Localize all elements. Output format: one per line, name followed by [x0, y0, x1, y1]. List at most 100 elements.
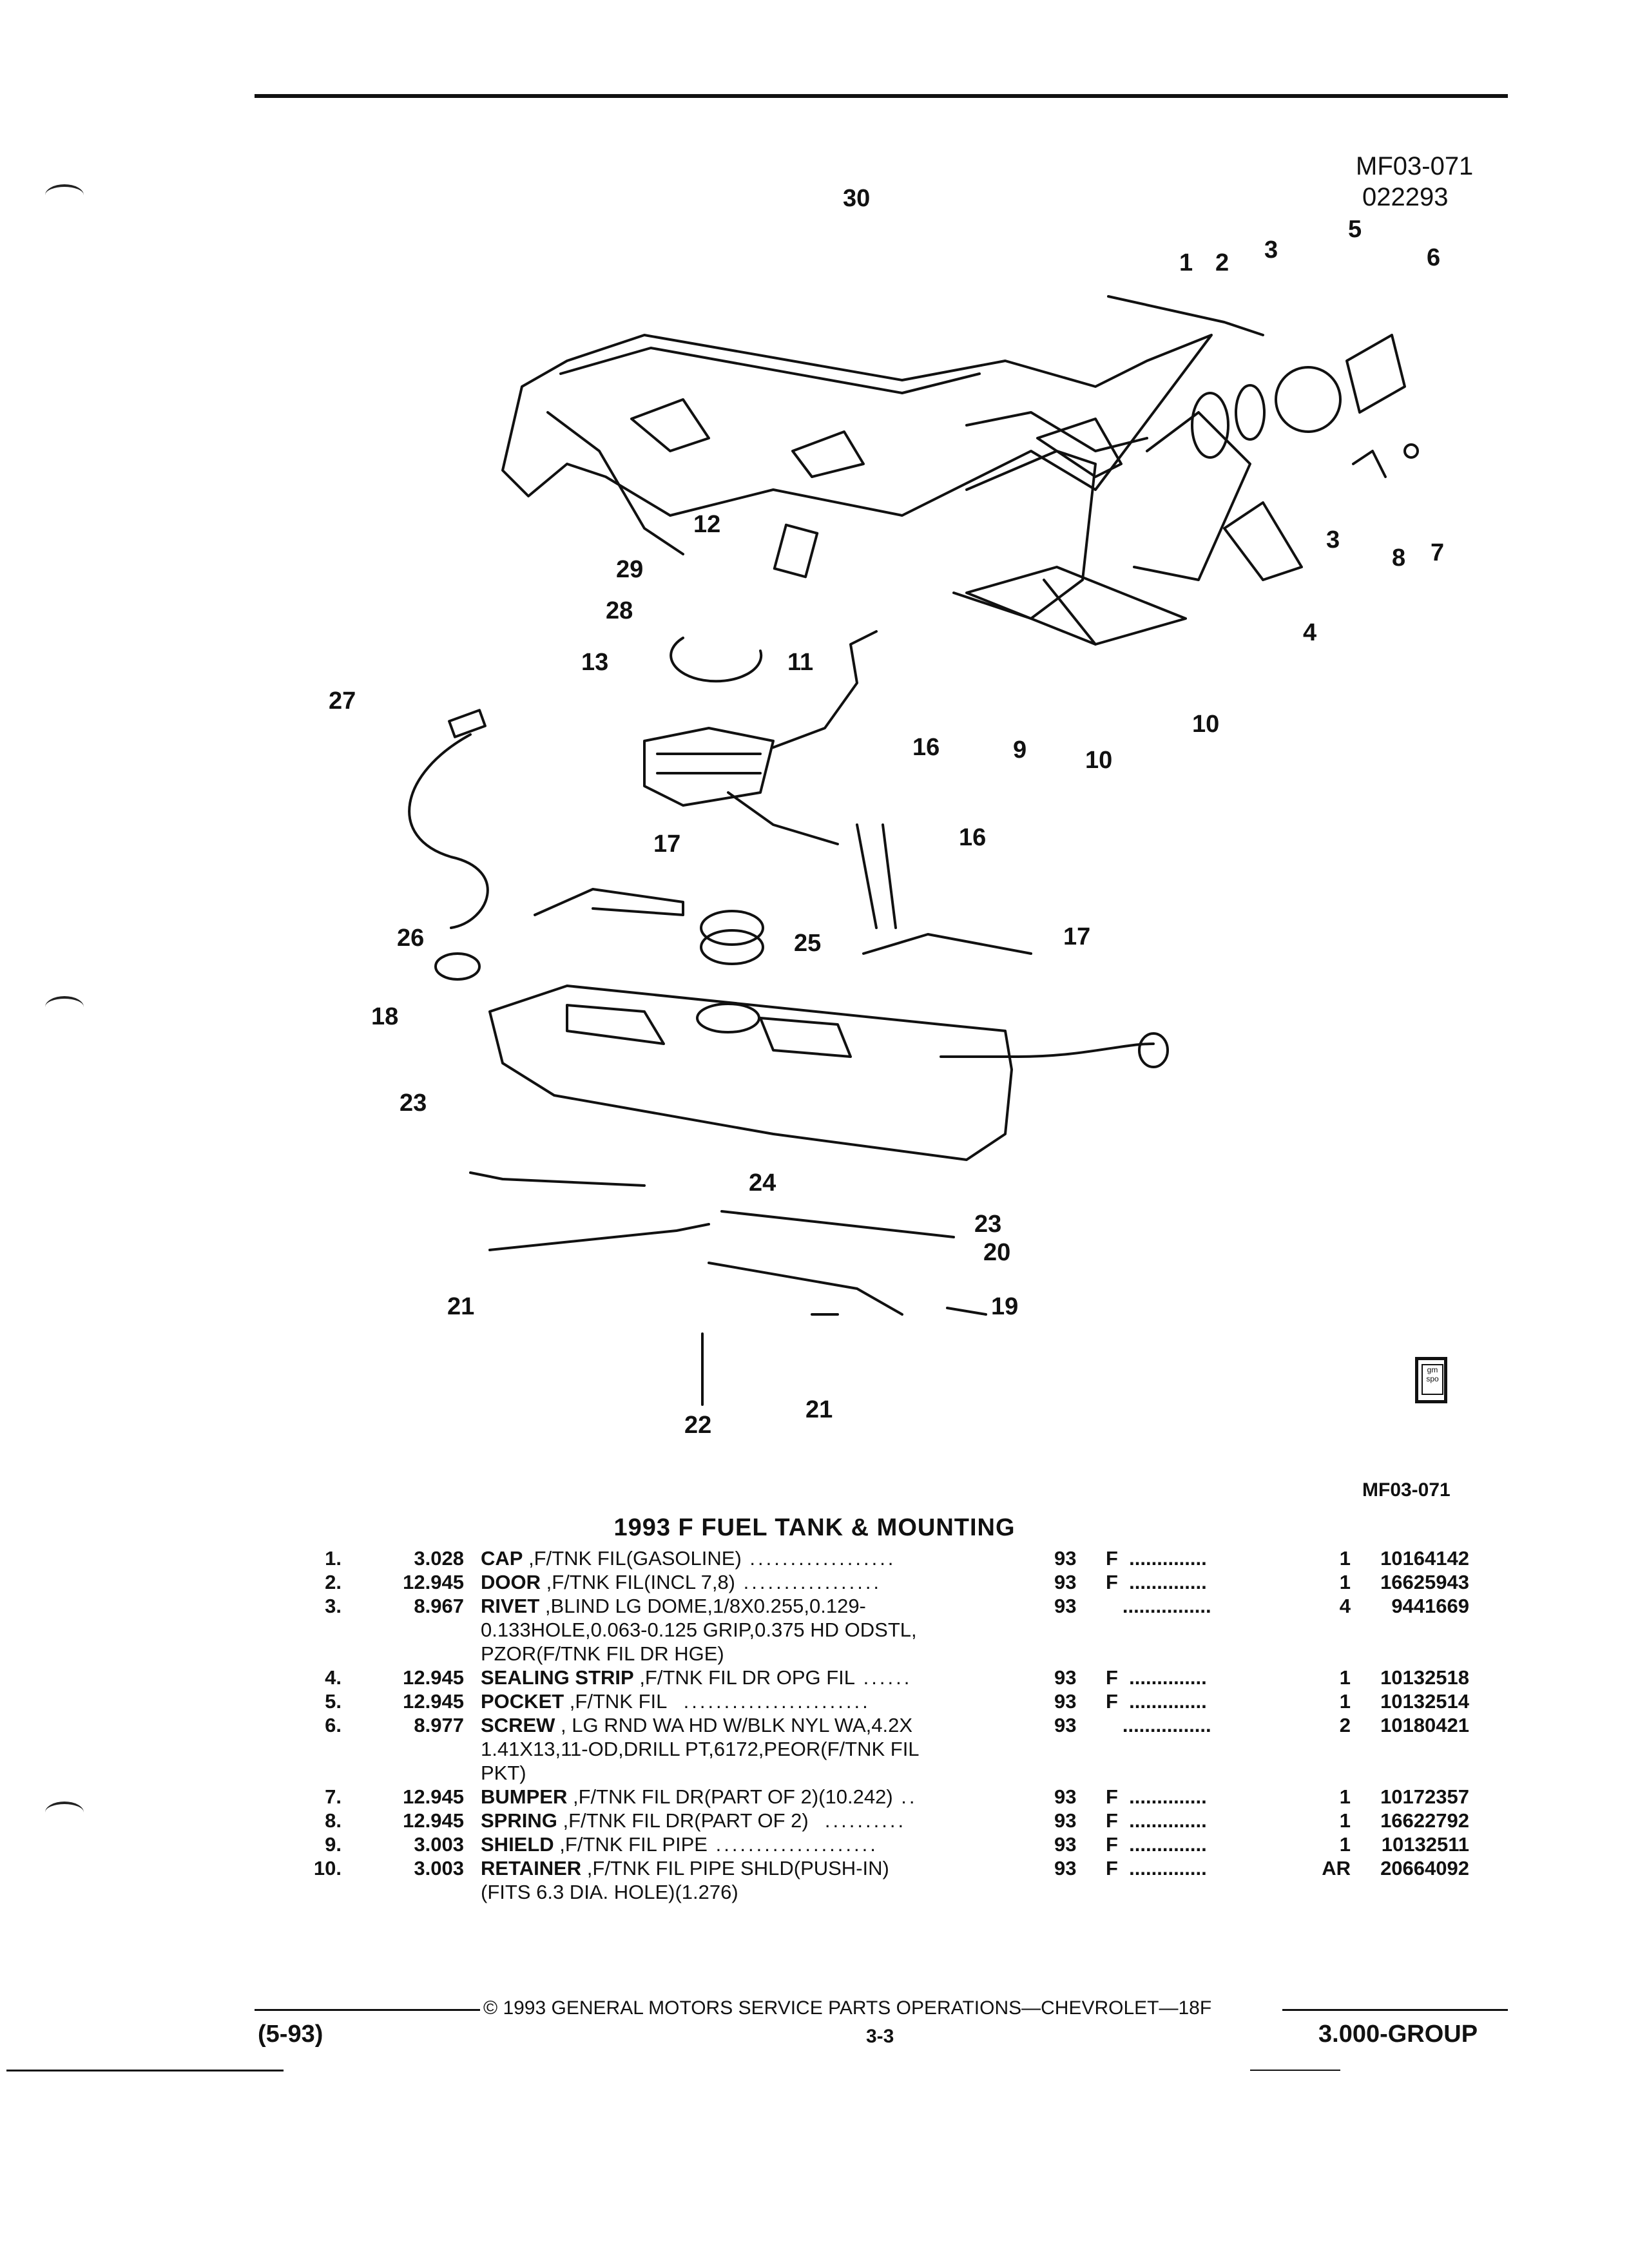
part-quantity: AR — [1322, 1857, 1351, 1879]
part-name: SHIELD — [481, 1833, 554, 1856]
callout-21b: 21 — [805, 1396, 833, 1423]
part-group: 12.945 — [403, 1666, 464, 1689]
binder-mark — [45, 1802, 84, 1823]
bottom-rule-right — [1250, 2070, 1340, 2071]
part-number-index: 3. — [325, 1595, 342, 1617]
part-group: 12.945 — [403, 1785, 464, 1808]
part-quantity: 1 — [1339, 1690, 1351, 1713]
part-series: F .............. — [1106, 1690, 1207, 1713]
part-name: SEALING STRIP — [481, 1666, 634, 1689]
part-quantity: 1 — [1339, 1833, 1351, 1856]
part-number: 10132518 — [1380, 1666, 1469, 1689]
part-group: 8.967 — [414, 1595, 464, 1617]
leader-dots: .......... — [808, 1809, 907, 1832]
part-number: 10180421 — [1380, 1714, 1469, 1736]
part-series: F .............. — [1106, 1857, 1207, 1879]
callout-13: 12 — [693, 511, 720, 538]
binder-mark — [45, 996, 84, 1018]
leader-dots: ................. — [735, 1571, 882, 1593]
part-description: SPRING ,F/TNK FIL DR(PART OF 2) ........… — [481, 1809, 1054, 1832]
callout-25: 25 — [794, 930, 821, 957]
date-code: 022293 — [1362, 183, 1449, 211]
callout-15: 16 — [912, 734, 940, 761]
callout-28: 28 — [606, 597, 633, 624]
part-desc-text: ,BLIND LG DOME,1/8X0.255,0.129- 0.133HOL… — [481, 1595, 917, 1665]
part-year: 93 — [1054, 1547, 1077, 1570]
callout-23b: 23 — [974, 1211, 1001, 1238]
part-year: 93 — [1054, 1595, 1077, 1617]
callout-29: 29 — [616, 556, 643, 583]
copyright: © 1993 GENERAL MOTORS SERVICE PARTS OPER… — [483, 1997, 1212, 2019]
part-number: 10132514 — [1380, 1690, 1469, 1713]
part-desc-text: ,F/TNK FIL PIPE — [554, 1833, 708, 1856]
bottom-rule-left — [6, 2070, 284, 2071]
part-series: ................ — [1106, 1714, 1211, 1736]
part-number: 10172357 — [1380, 1785, 1469, 1808]
part-quantity: 1 — [1339, 1571, 1351, 1593]
part-name: SCREW — [481, 1714, 555, 1736]
callout-3: 3 — [1264, 236, 1278, 264]
callout-8: 8 — [1392, 544, 1405, 572]
part-group: 3.028 — [414, 1547, 464, 1570]
part-year: 93 — [1054, 1571, 1077, 1593]
callout-14: 13 — [581, 649, 608, 676]
part-number: 10132511 — [1381, 1833, 1469, 1856]
part-year: 93 — [1054, 1690, 1077, 1713]
part-number-index: 2. — [325, 1571, 342, 1593]
part-year: 93 — [1054, 1714, 1077, 1736]
part-number: 16625943 — [1380, 1571, 1469, 1593]
leader-dots: .................... — [707, 1833, 878, 1856]
diagram-code: MF03-071 — [1356, 152, 1474, 180]
callout-26: 26 — [397, 925, 424, 952]
part-number-index: 10. — [313, 1857, 342, 1879]
part-description: SCREW , LG RND WA HD W/BLK NYL WA,4.2X 1… — [481, 1713, 1054, 1785]
callout-2: 2 — [1215, 249, 1229, 276]
part-group: 12.945 — [403, 1690, 464, 1713]
gm-spo-logo: gm spo — [1415, 1357, 1447, 1403]
part-desc-text: ,F/TNK FIL(GASOLINE) — [523, 1547, 742, 1570]
part-group: 3.003 — [414, 1833, 464, 1856]
callout-labels: 30 1 2 3 5 6 3 8 7 4 12 29 28 11 13 27 9… — [329, 185, 1444, 1439]
callout-17b: 17 — [1063, 923, 1090, 950]
part-description: BUMPER ,F/TNK FIL DR(PART OF 2)(10.242) … — [481, 1785, 1054, 1809]
callout-23: 23 — [400, 1090, 427, 1117]
part-quantity: 2 — [1339, 1714, 1351, 1736]
callout-9: 10 — [1085, 747, 1112, 774]
top-rule — [255, 94, 1508, 98]
part-name: POCKET — [481, 1690, 564, 1713]
part-description: POCKET ,F/TNK FIL ......................… — [481, 1689, 1054, 1713]
leader-dots: ...... — [855, 1666, 912, 1689]
leader-dots: .. — [892, 1785, 918, 1808]
part-description: SEALING STRIP ,F/TNK FIL DR OPG FIL ....… — [481, 1666, 1054, 1689]
callout-12: 11 — [787, 649, 813, 676]
footer-rule-left — [255, 2009, 480, 2011]
part-name: CAP — [481, 1547, 523, 1570]
part-year: 93 — [1054, 1833, 1077, 1856]
part-year: 93 — [1054, 1809, 1077, 1832]
part-series: F .............. — [1106, 1833, 1207, 1856]
callout-4: 4 — [1303, 619, 1316, 646]
callout-22: 22 — [684, 1412, 711, 1439]
part-quantity: 1 — [1339, 1666, 1351, 1689]
callout-27: 27 — [329, 687, 356, 715]
part-group: 12.945 — [403, 1571, 464, 1593]
part-quantity: 4 — [1339, 1595, 1351, 1617]
part-desc-text: ,F/TNK FIL DR(PART OF 2) — [557, 1809, 809, 1832]
table-row: 7. 12.945 BUMPER ,F/TNK FIL DR(PART OF 2)(… — [303, 1785, 1469, 1809]
callout-6: 6 — [1427, 244, 1440, 271]
part-desc-text: , LG RND WA HD W/BLK NYL WA,4.2X 1.41X13… — [481, 1714, 920, 1784]
part-series: F .............. — [1106, 1571, 1207, 1593]
callout-7: 7 — [1431, 539, 1444, 566]
part-number-index: 7. — [325, 1785, 342, 1808]
leader-dots: .................. — [741, 1547, 896, 1570]
part-group: 3.003 — [414, 1857, 464, 1879]
caption-code: MF03-071 — [1362, 1479, 1451, 1501]
leader-dots: ....................... — [667, 1690, 871, 1713]
part-number: 20664092 — [1380, 1857, 1469, 1879]
